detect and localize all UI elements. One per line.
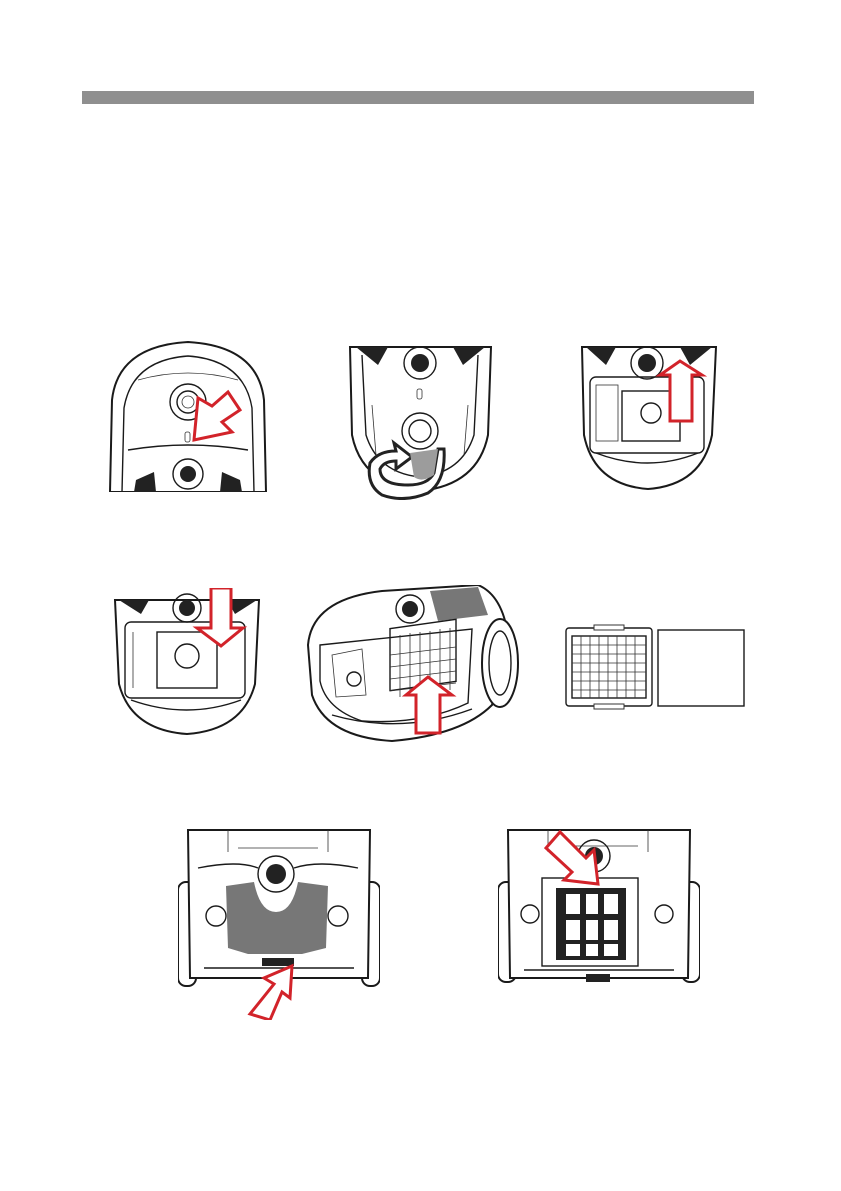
figure-exhaust-filter-remove (498, 828, 700, 998)
figure-bag-holder-lift (580, 345, 720, 495)
figure-bag-holder-insert (113, 588, 263, 740)
header-bar (82, 91, 754, 104)
motor-filter-frame (566, 628, 652, 706)
figure-vacuum-top-hose-inlet (108, 340, 268, 492)
figure-exhaust-grille-release (178, 828, 380, 1020)
filter-pad (658, 630, 744, 706)
figure-filter-frame-lift (302, 585, 520, 745)
figure-motor-filter-and-pad (564, 624, 748, 710)
figure-vacuum-lid-rotate (348, 345, 493, 500)
